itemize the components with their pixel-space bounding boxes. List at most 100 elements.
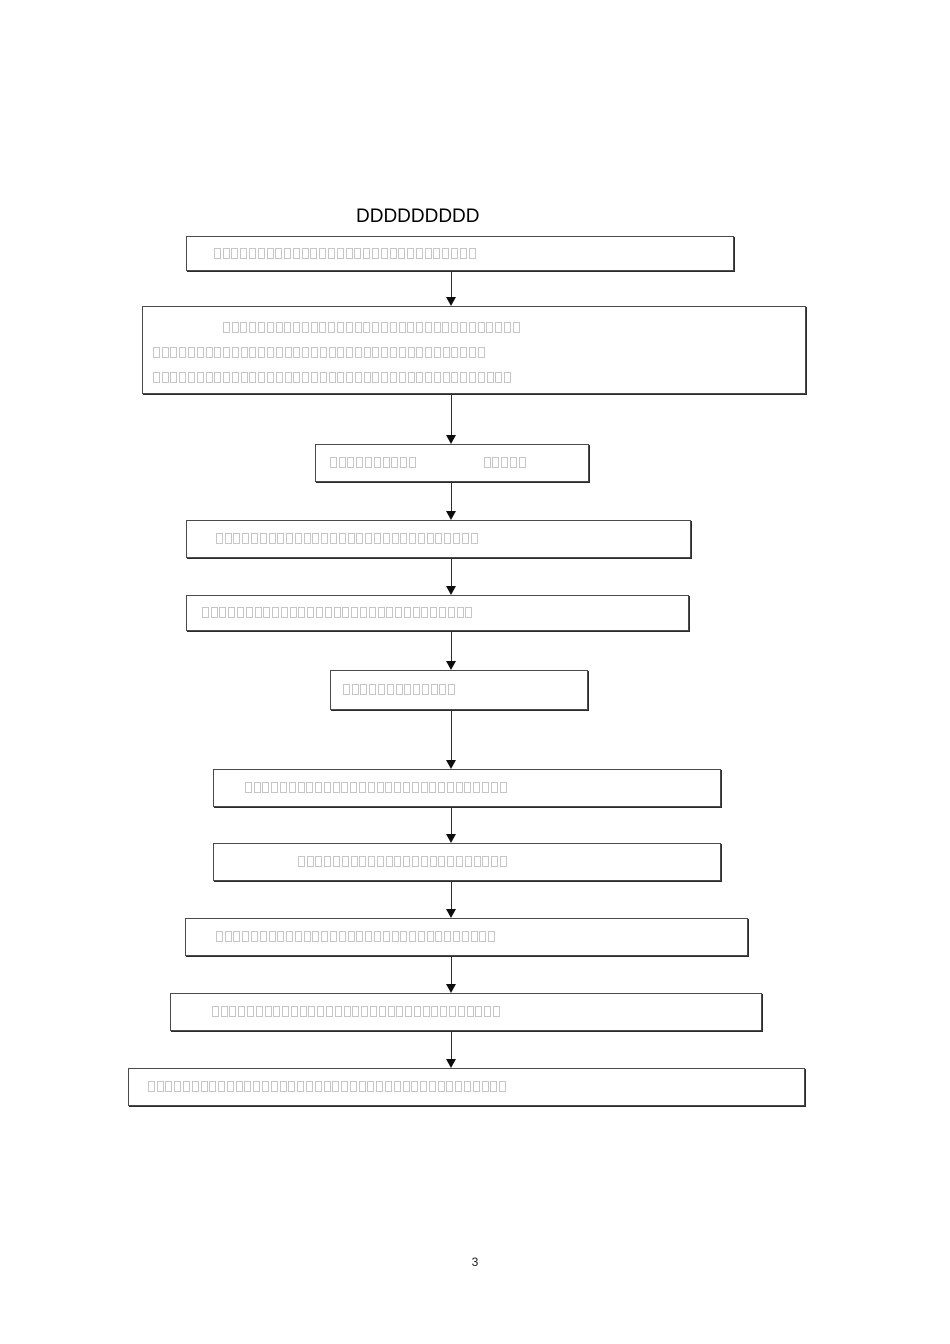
missing-glyph [288, 1081, 296, 1092]
missing-glyph [272, 607, 280, 618]
missing-glyph [422, 1006, 430, 1017]
flowchart-node[interactable] [186, 520, 691, 558]
missing-glyph [321, 931, 329, 942]
missing-glyph [451, 322, 459, 333]
missing-glyph [249, 248, 257, 259]
missing-glyph [213, 248, 221, 259]
missing-glyph [484, 1006, 492, 1017]
missing-glyph [486, 322, 494, 333]
missing-glyph [417, 533, 425, 544]
missing-glyph [324, 607, 332, 618]
missing-glyph [275, 248, 283, 259]
page-number: 3 [471, 1255, 479, 1269]
missing-glyph [437, 1081, 445, 1092]
missing-glyph [430, 684, 438, 695]
missing-glyph [499, 782, 507, 793]
flowchart-node[interactable] [213, 769, 721, 807]
missing-glyph [495, 322, 503, 333]
arrow-stem [451, 482, 453, 512]
missing-glyph [352, 1006, 360, 1017]
missing-glyph [398, 347, 406, 358]
missing-glyph [359, 856, 367, 867]
flowchart-node[interactable] [213, 843, 721, 881]
missing-glyph [315, 782, 323, 793]
missing-glyph [475, 1006, 483, 1017]
missing-glyph [233, 931, 241, 942]
arrow-stem [451, 558, 453, 587]
missing-glyph [209, 1081, 217, 1092]
missing-glyph [413, 684, 421, 695]
missing-glyph [259, 533, 267, 544]
arrow-stem [451, 631, 453, 662]
missing-glyph [218, 1081, 226, 1092]
missing-glyph [389, 347, 397, 358]
missing-glyph [247, 1006, 255, 1017]
missing-glyph [415, 248, 423, 259]
missing-glyph [407, 347, 415, 358]
missing-glyph [249, 347, 257, 358]
flowchart-node[interactable] [330, 670, 588, 710]
missing-glyph [433, 372, 441, 383]
missing-glyph [431, 1006, 439, 1017]
missing-glyph [223, 372, 231, 383]
missing-glyph [215, 533, 223, 544]
missing-glyph [435, 931, 443, 942]
missing-glyph [231, 322, 239, 333]
missing-glyph [222, 248, 230, 259]
missing-glyph [336, 248, 344, 259]
missing-glyph [266, 248, 274, 259]
arrow-head-icon [446, 586, 456, 595]
missing-glyph [188, 372, 196, 383]
missing-glyph [398, 322, 406, 333]
node-text-line [152, 369, 512, 390]
missing-glyph [354, 372, 362, 383]
missing-glyph [351, 684, 359, 695]
missing-glyph [503, 322, 511, 333]
missing-glyph [332, 1081, 340, 1092]
flowchart-node[interactable] [185, 918, 748, 956]
missing-glyph [284, 322, 292, 333]
missing-glyph [310, 372, 318, 383]
missing-glyph [284, 372, 292, 383]
missing-glyph [380, 248, 388, 259]
flowchart-node[interactable] [186, 595, 689, 631]
missing-glyph [242, 533, 250, 544]
flowchart-node[interactable] [186, 236, 734, 271]
flowchart-node[interactable] [170, 993, 762, 1031]
missing-glyph [286, 533, 294, 544]
missing-glyph [438, 856, 446, 867]
missing-glyph [337, 322, 345, 333]
flowchart-node[interactable] [128, 1068, 805, 1106]
missing-glyph [271, 782, 279, 793]
missing-glyph [312, 931, 320, 942]
missing-glyph [267, 347, 275, 358]
missing-glyph [446, 782, 454, 793]
missing-glyph [298, 607, 306, 618]
missing-glyph [240, 347, 248, 358]
missing-glyph [266, 322, 274, 333]
flowchart-node[interactable] [142, 306, 806, 394]
missing-glyph [179, 372, 187, 383]
missing-glyph [373, 931, 381, 942]
missing-glyph [490, 782, 498, 793]
missing-glyph [196, 347, 204, 358]
missing-glyph [455, 856, 463, 867]
missing-glyph [280, 607, 288, 618]
missing-glyph [165, 1081, 173, 1092]
missing-glyph [394, 782, 402, 793]
missing-glyph [350, 856, 358, 867]
missing-glyph [356, 533, 364, 544]
missing-glyph [264, 1006, 272, 1017]
missing-glyph [244, 1081, 252, 1092]
missing-glyph [461, 533, 469, 544]
missing-glyph [444, 533, 452, 544]
missing-glyph [294, 931, 302, 942]
missing-glyph [365, 457, 373, 468]
flowchart-node[interactable] [315, 444, 589, 482]
missing-glyph [299, 1006, 307, 1017]
missing-glyph [499, 856, 507, 867]
missing-glyph [328, 372, 336, 383]
missing-glyph [409, 931, 417, 942]
missing-glyph [368, 856, 376, 867]
missing-glyph [373, 533, 381, 544]
